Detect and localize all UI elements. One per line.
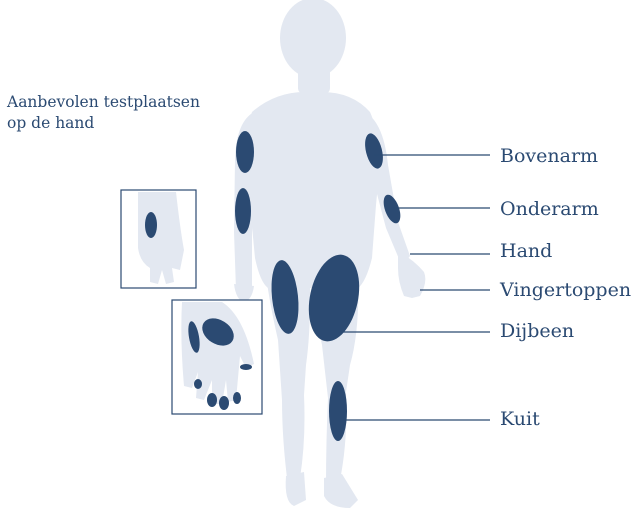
site-onderarm-left: [235, 188, 251, 234]
torso: [247, 92, 379, 288]
right-hand: [398, 252, 425, 298]
inset-hand-back: [121, 190, 196, 288]
inset-fingertip-3: [219, 396, 229, 410]
caption-line-2: op de hand: [7, 113, 247, 134]
inset-fingertip-1: [194, 379, 202, 389]
label-bovenarm: Bovenarm: [500, 145, 598, 167]
left-hand: [234, 284, 254, 302]
site-bovenarm-left: [236, 131, 254, 173]
inset-fingertip-4: [233, 392, 241, 404]
inset-site-edge: [240, 364, 252, 370]
label-kuit: Kuit: [500, 408, 540, 430]
left-foot: [286, 472, 306, 506]
site-kuit: [329, 381, 347, 441]
label-dijbeen: Dijbeen: [500, 320, 574, 342]
inset-caption: Aanbevolen testplaatsen op de hand: [7, 92, 247, 134]
label-vingertoppen: Vingertoppen: [500, 279, 631, 301]
inset-fingertip-2: [207, 393, 217, 407]
caption-line-1: Aanbevolen testplaatsen: [7, 92, 247, 113]
inset-hand-palm: [172, 300, 262, 414]
label-onderarm: Onderarm: [500, 198, 599, 220]
label-hand: Hand: [500, 240, 552, 262]
body-silhouette: [234, 0, 425, 508]
right-foot: [324, 474, 358, 508]
neck: [298, 66, 330, 94]
inset-site-1: [145, 212, 157, 238]
